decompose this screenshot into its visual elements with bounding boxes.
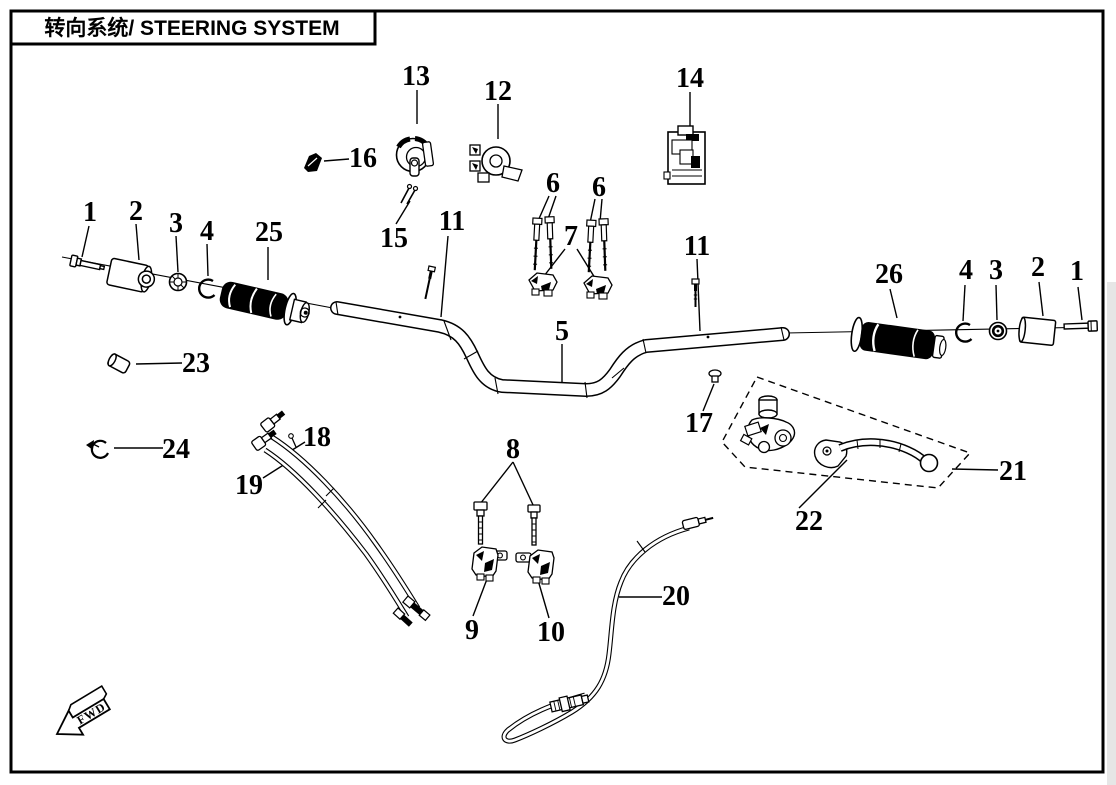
title-box <box>9 9 377 46</box>
part-callout-5-center: 5 <box>555 316 569 347</box>
part-callout-26-right: 26 <box>875 259 903 290</box>
part-callout-2-left: 2 <box>129 196 143 227</box>
part-callout-6-right: 6 <box>592 172 606 203</box>
grip-left <box>219 281 310 326</box>
pin-bolt-11-left <box>424 265 437 300</box>
cables-18-19 <box>251 410 431 627</box>
title-block: 转向系统/ STEERING SYSTEM <box>9 9 377 46</box>
star-washer-left <box>168 272 188 292</box>
part-callout-11-left: 11 <box>439 206 465 237</box>
lower-clamp-10 <box>515 549 555 585</box>
part-callout-24-left: 24 <box>162 434 190 465</box>
lower-clamp-9 <box>471 546 508 582</box>
bar-end-weight-left <box>106 257 156 293</box>
cap-part-23 <box>107 353 131 374</box>
part-callout-3-right: 3 <box>989 255 1003 286</box>
switch-box-14 <box>663 125 706 185</box>
handlebar-dimple-right <box>706 335 710 339</box>
part-callout-14-center: 14 <box>676 63 704 94</box>
part-callout-25-left: 25 <box>255 217 283 248</box>
handlebar-tube <box>330 301 790 399</box>
part-callout-15-center: 15 <box>380 223 408 254</box>
part-callout-2-right: 2 <box>1031 252 1045 283</box>
part-callout-22-center: 22 <box>795 506 823 537</box>
cable-adjuster <box>549 694 590 713</box>
cap-screw-17 <box>708 369 722 383</box>
part-callout-12-center: 12 <box>484 76 512 107</box>
part-callout-4-left: 4 <box>200 216 214 247</box>
fwd-label: FWD <box>74 699 108 727</box>
part-callout-9-center: 9 <box>465 615 479 646</box>
assembly-axis-lines <box>61 256 1098 334</box>
snap-ring-left <box>197 278 216 299</box>
part-callout-8-center: 8 <box>506 434 520 465</box>
part-callout-17-center: 17 <box>685 408 713 439</box>
part-callout-6-left: 6 <box>546 168 560 199</box>
pin-bolt-11-right <box>691 278 700 307</box>
part-callout-1-right: 1 <box>1070 256 1084 287</box>
part-callout-4-right: 4 <box>959 255 973 286</box>
clamp-bolts-6 <box>532 216 609 273</box>
part-callout-10-center: 10 <box>537 617 565 648</box>
bar-end-weight-right <box>1018 316 1057 346</box>
master-cylinder-assembly <box>739 395 796 454</box>
page-title: 转向系统/ STEERING SYSTEM <box>44 16 339 40</box>
part-callout-23-left: 23 <box>182 348 210 379</box>
page-border <box>9 9 1105 774</box>
part-callout-21-center: 21 <box>999 456 1027 487</box>
switch-housing-left-13 <box>395 136 435 177</box>
part-callout-7-center: 7 <box>564 221 578 252</box>
throttle-cable-20 <box>501 516 714 744</box>
handlebar-upper-clamps-7 <box>528 272 613 300</box>
snap-ring-right <box>954 322 973 343</box>
part-callout-13-center: 13 <box>402 61 430 92</box>
screws-part-15 <box>400 183 419 205</box>
handlebar-dimple-left <box>398 315 402 319</box>
handlebar-bend-ticks <box>335 301 785 399</box>
grip-right <box>850 316 947 360</box>
fwd-direction-arrow: FWD <box>55 685 112 736</box>
washer-right <box>988 321 1008 341</box>
part-callout-11-right: 11 <box>684 231 710 262</box>
clip-part-24 <box>86 439 109 459</box>
part-callout-3-left: 3 <box>169 208 183 239</box>
throttle-housing-12 <box>469 144 523 183</box>
part-callout-16-center: 16 <box>349 143 377 174</box>
leader-lines <box>81 90 1083 619</box>
rubber-part-16 <box>304 153 322 172</box>
bar-end-bolt-left <box>69 254 106 271</box>
lower-clamp-bolts-8 <box>473 501 541 546</box>
bar-end-bolt-right <box>1063 320 1098 332</box>
part-callout-1-left: 1 <box>83 197 97 228</box>
page-edge-artifact <box>1107 282 1116 785</box>
part-callout-20-center: 20 <box>662 581 690 612</box>
brake-lever-22 <box>813 438 939 473</box>
part-callout-19-center: 19 <box>235 470 263 501</box>
part-callout-18-center: 18 <box>303 422 331 453</box>
